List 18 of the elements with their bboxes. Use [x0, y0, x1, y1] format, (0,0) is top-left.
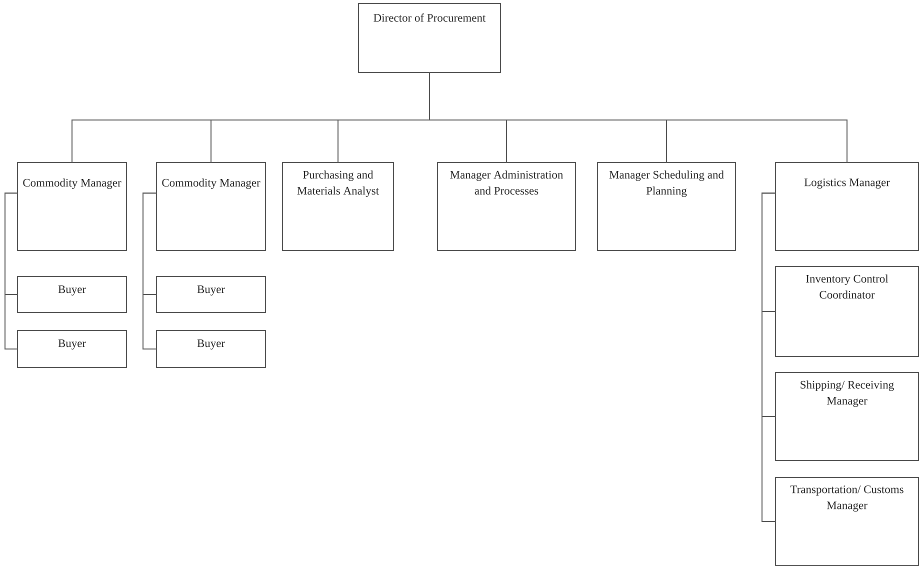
title-box: Director of Procurement — [358, 3, 501, 73]
title-box: Shipping/ Receiving Manager — [775, 372, 919, 461]
connector-line — [4, 192, 18, 350]
title-box: Purchasing and Materials Analyst — [282, 162, 394, 251]
title-box: Buyer — [17, 330, 127, 368]
title-box: Buyer — [17, 276, 127, 313]
title-box: Commodity Manager — [156, 162, 266, 251]
title-box: Logistics Manager — [775, 162, 919, 251]
connector-line — [142, 192, 156, 350]
title-box: Buyer — [156, 276, 266, 313]
connector-line — [429, 72, 848, 162]
title-box: Buyer — [156, 330, 266, 368]
connector-line — [762, 192, 776, 522]
title-box: Commodity Manager — [17, 162, 127, 251]
title-box: Manager Scheduling and Planning — [597, 162, 736, 251]
title-box: Transportation/ Customs Manager — [775, 477, 919, 566]
title-box: Inventory Control Coordinator — [775, 266, 919, 357]
title-box: Manager Administration and Processes — [437, 162, 576, 251]
